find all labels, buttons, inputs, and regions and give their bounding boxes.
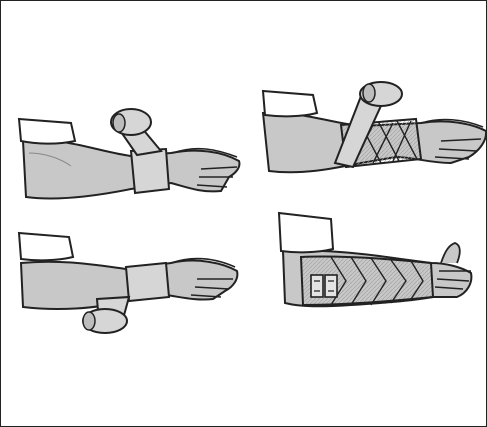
panel-step-2 <box>263 82 486 172</box>
sleeve-cuff <box>19 119 75 144</box>
sleeve-cuff <box>263 91 317 116</box>
bandage-clip <box>325 275 337 297</box>
panel-step-3 <box>19 233 237 333</box>
bandage-roll-core <box>363 84 375 102</box>
panel-step-4 <box>279 213 471 306</box>
thumb <box>441 243 460 263</box>
sleeve-cuff <box>19 233 73 260</box>
sleeve-cuff <box>279 213 333 252</box>
panel-step-1 <box>19 109 239 198</box>
bandage-roll-core <box>113 114 125 132</box>
bandage-wrap <box>126 263 169 301</box>
bandage-clip <box>311 275 323 297</box>
bandage-roll-core <box>83 312 95 330</box>
